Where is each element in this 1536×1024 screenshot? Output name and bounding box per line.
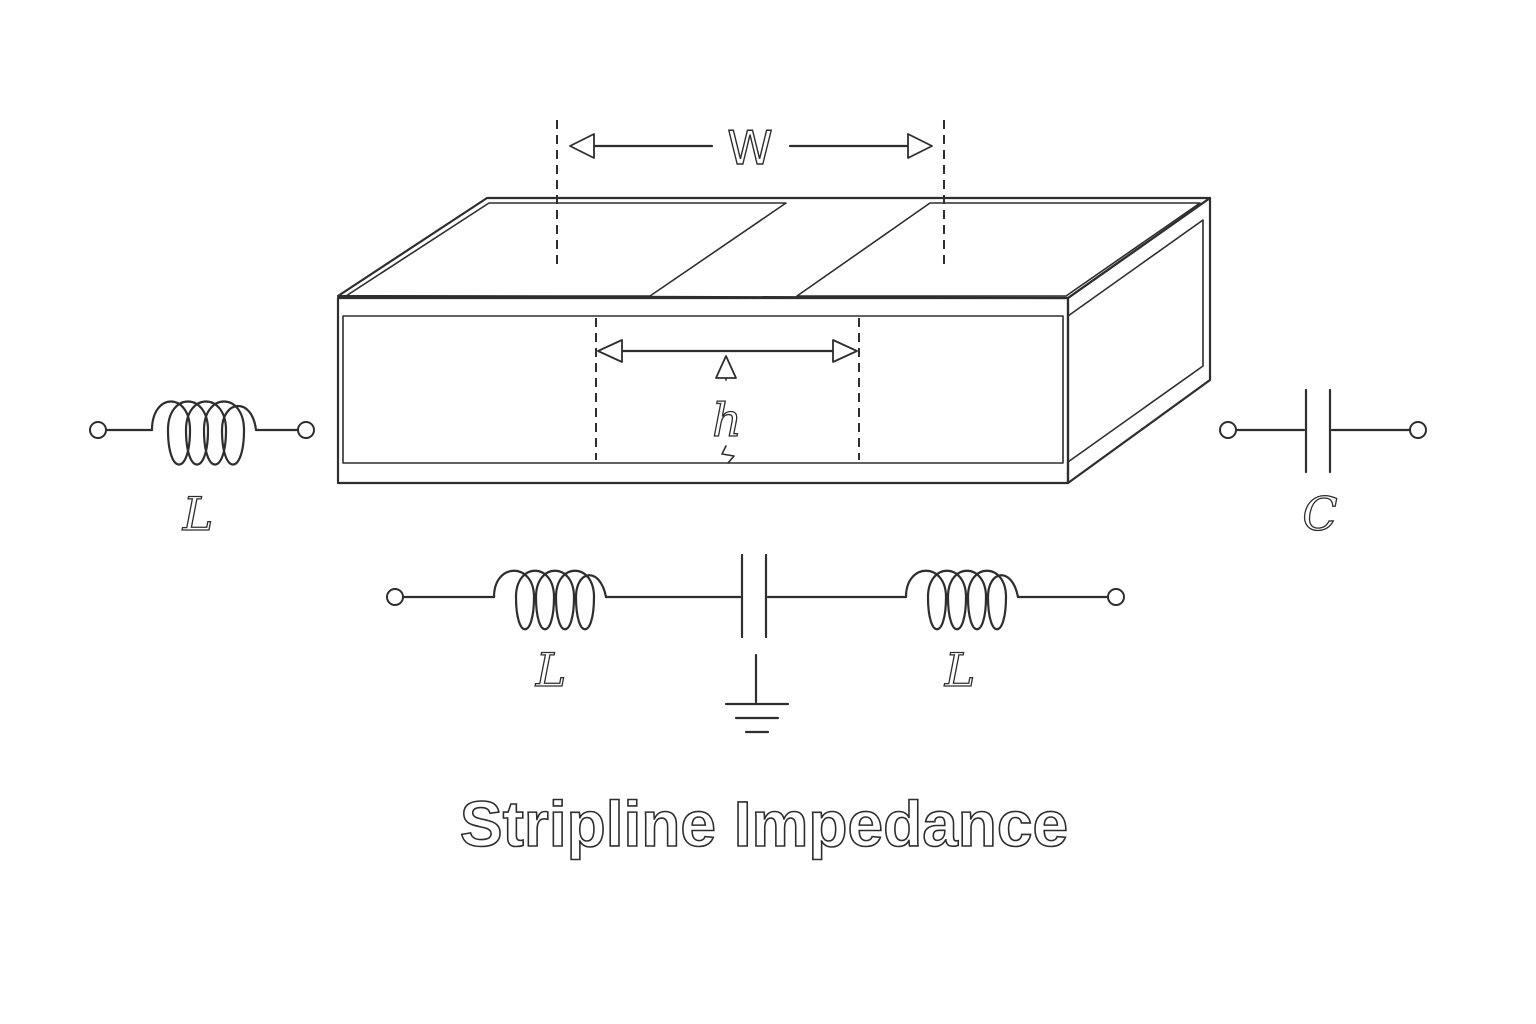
box-top-face bbox=[336, 196, 1212, 300]
bottom-right-inductor-label: L bbox=[944, 643, 976, 697]
width-label: W bbox=[727, 121, 772, 175]
inductor-icon bbox=[150, 400, 258, 466]
strip-arrowhead-right bbox=[832, 339, 858, 363]
height-label: h bbox=[712, 393, 742, 447]
terminal-icon bbox=[1219, 421, 1237, 439]
box-inner-front bbox=[342, 315, 1064, 464]
strip-arrowhead-left bbox=[597, 339, 623, 363]
bottom-left-inductor-label: L bbox=[535, 643, 567, 697]
top-strip-right bbox=[796, 202, 1201, 297]
height-arrowhead-up bbox=[715, 355, 737, 379]
terminal-icon bbox=[1409, 421, 1427, 439]
width-arrowhead-left bbox=[569, 133, 595, 159]
terminal-icon bbox=[89, 421, 107, 439]
stripline-box bbox=[336, 196, 1212, 485]
ground-icon bbox=[724, 653, 790, 734]
terminal-icon bbox=[386, 588, 404, 606]
terminal-icon bbox=[1107, 588, 1125, 606]
box-front-face bbox=[336, 296, 1070, 485]
height-dimension: h bbox=[595, 318, 860, 464]
terminal-icon bbox=[297, 421, 315, 439]
inductor-icon bbox=[492, 569, 608, 631]
width-arrowhead-right bbox=[907, 133, 933, 159]
left-inductor-label: L bbox=[182, 487, 214, 541]
right-capacitor-label: C bbox=[1302, 487, 1337, 541]
right-capacitor: C bbox=[1219, 388, 1427, 542]
box-side-face bbox=[1066, 196, 1212, 485]
height-arrow-tail bbox=[721, 445, 735, 464]
box-inner-side bbox=[1067, 219, 1204, 463]
width-dimension: W bbox=[556, 120, 945, 270]
top-strip-left bbox=[345, 202, 787, 297]
inductor-icon bbox=[904, 569, 1020, 631]
bottom-circuit: L L bbox=[386, 553, 1125, 734]
diagram-title: Stripline Impedance bbox=[460, 788, 1068, 860]
left-inductor: L bbox=[89, 400, 315, 542]
